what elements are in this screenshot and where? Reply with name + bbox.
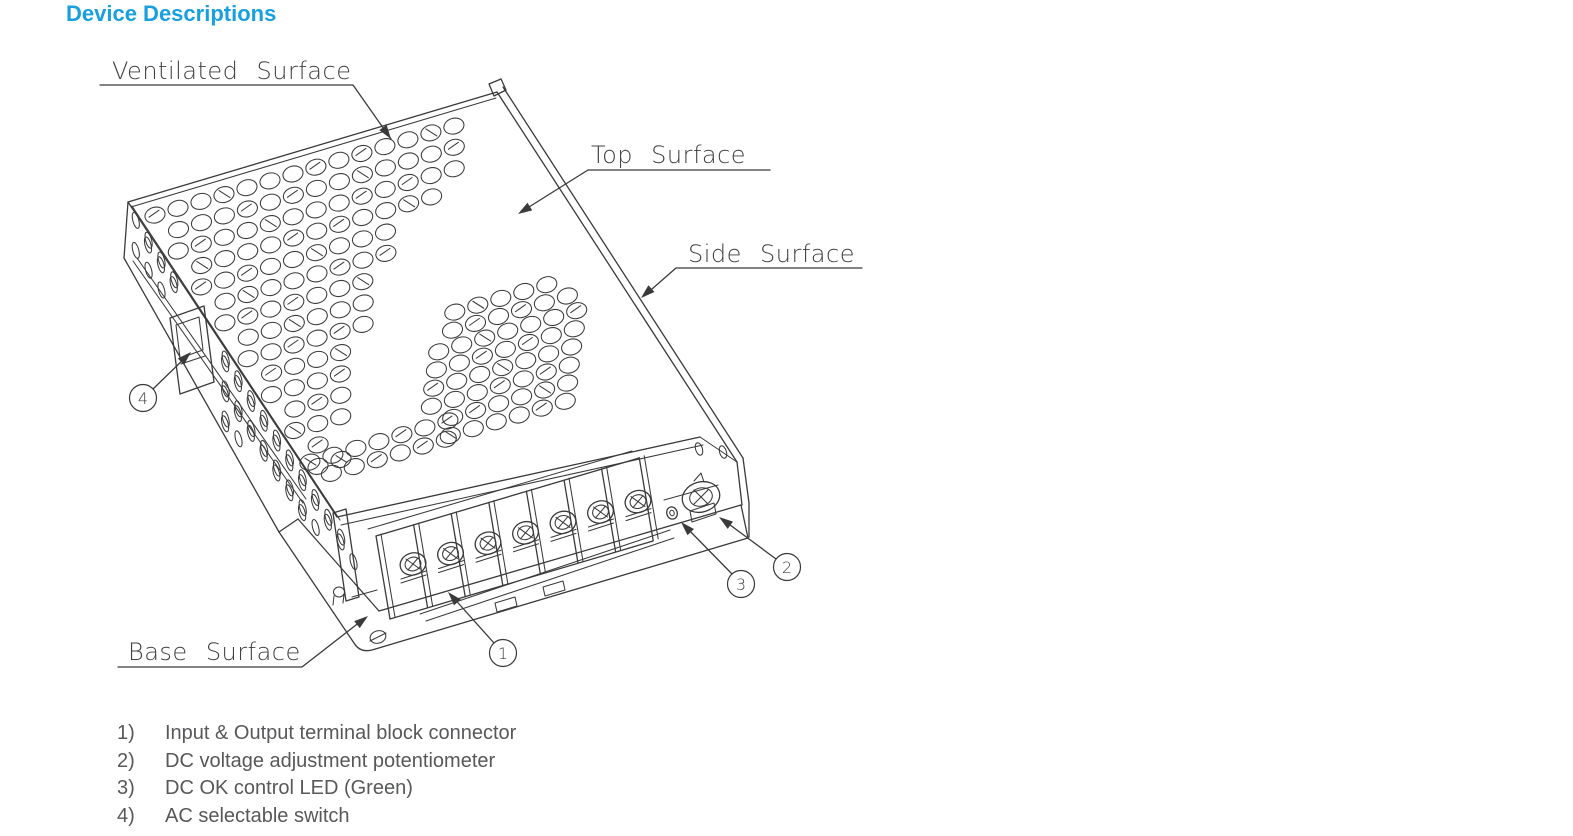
callout-2-number: 2 xyxy=(782,558,792,577)
leader-side xyxy=(643,267,863,297)
label-side-surface: Side Surface xyxy=(641,240,863,298)
top-surface-text: Top Surface xyxy=(591,141,746,169)
callout-3: 3 xyxy=(681,522,756,599)
base-surface-text: Base Surface xyxy=(128,638,301,666)
callout-1-number: 1 xyxy=(498,644,508,663)
label-top-surface: Top Surface xyxy=(518,141,771,214)
page-title: Device Descriptions xyxy=(66,1,277,26)
callout-4-number: 4 xyxy=(138,389,148,408)
device-diagram: Ventilated Surface Top Surface Side Surf… xyxy=(99,57,863,668)
top-ventilation-holes xyxy=(144,117,588,482)
ventilated-surface-text: Ventilated Surface xyxy=(112,57,351,85)
label-base-surface: Base Surface xyxy=(117,616,368,668)
legend: 1) Input & Output terminal block connecto… xyxy=(117,720,516,830)
leader-base xyxy=(117,617,366,668)
legend-item: 4) AC selectable switch xyxy=(117,803,516,831)
legend-item-text: DC OK control LED (Green) xyxy=(165,777,413,800)
legend-item-number: 4) xyxy=(117,804,135,827)
leader-ventilated xyxy=(99,84,392,140)
callout-1-circle xyxy=(488,638,518,668)
dc-ok-led xyxy=(666,506,678,520)
terminal-block xyxy=(367,450,659,620)
callout-2-circle xyxy=(772,552,802,582)
leader-top xyxy=(520,169,771,213)
potentiometer xyxy=(681,472,721,523)
callout-1: 1 xyxy=(448,592,518,668)
callout-3-circle xyxy=(726,569,756,599)
side-ventilation-slots xyxy=(131,211,358,571)
legend-item: 2) DC voltage adjustment potentiometer xyxy=(117,748,516,776)
callout-4: 4 xyxy=(128,352,191,413)
legend-item-number: 3) xyxy=(117,777,135,800)
legend-item: 3) DC OK control LED (Green) xyxy=(117,775,516,803)
callout-2: 2 xyxy=(719,517,802,582)
side-surface-text: Side Surface xyxy=(688,240,855,268)
legend-item-number: 2) xyxy=(117,749,135,772)
legend-item: 1) Input & Output terminal block connecto… xyxy=(117,720,516,748)
legend-item-number: 1) xyxy=(117,722,135,744)
label-ventilated-surface: Ventilated Surface xyxy=(99,57,392,140)
legend-item-text: DC voltage adjustment potentiometer xyxy=(165,749,496,772)
callout-3-number: 3 xyxy=(736,575,746,594)
legend-item-text: Input & Output terminal block connector xyxy=(165,722,517,744)
legend-item-text: AC selectable switch xyxy=(165,804,350,827)
callout-4-circle xyxy=(128,383,158,413)
